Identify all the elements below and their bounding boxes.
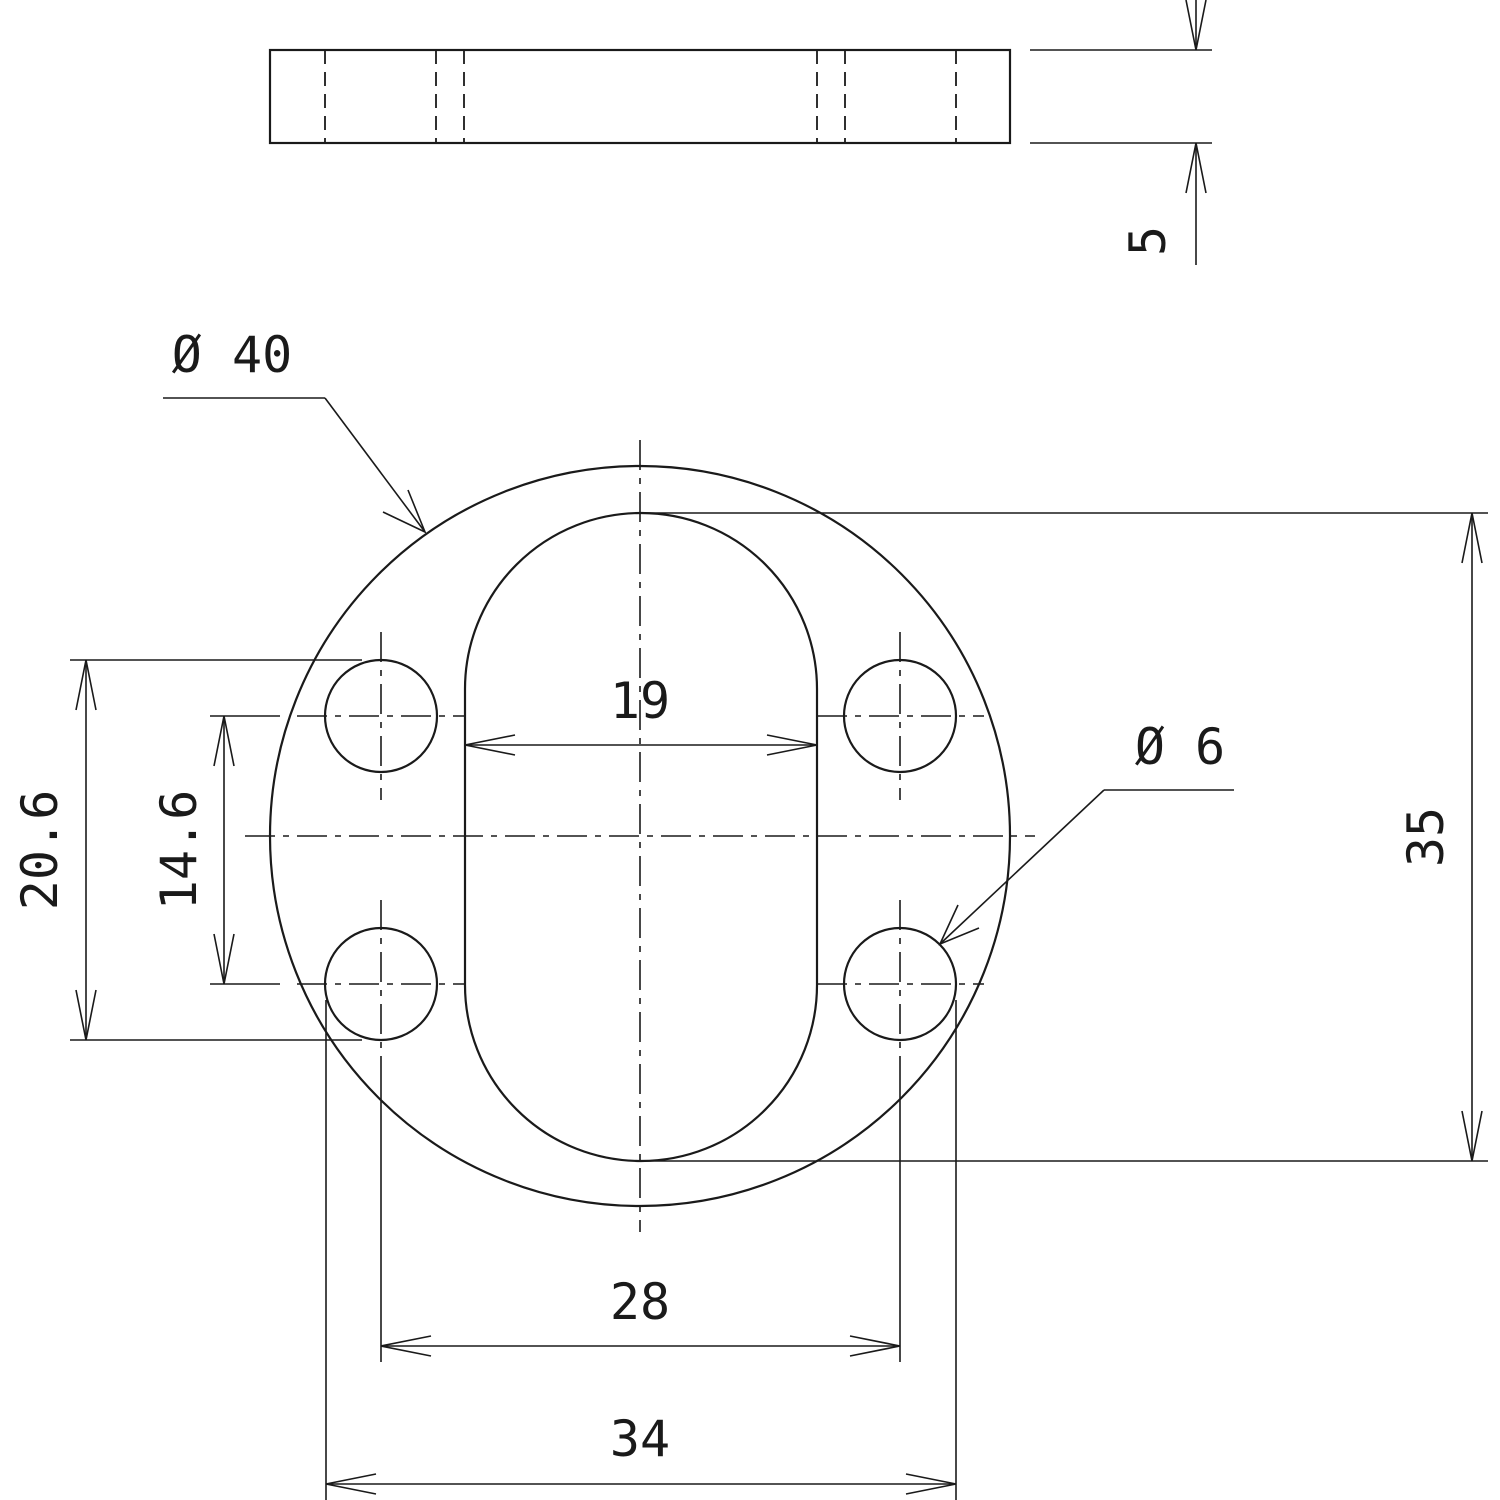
center-slot	[463, 511, 819, 1163]
dimension-hole-diameter: Ø 6	[938, 718, 1234, 946]
side-view-outline	[268, 48, 1012, 145]
dimension-slot-length: 35	[640, 512, 1488, 1162]
side-view: 5	[268, 0, 1212, 265]
dimension-hole-center-span-horizontal: 28	[380, 1068, 901, 1362]
top-view	[245, 440, 1035, 1232]
thickness-label: 5	[1119, 226, 1177, 256]
mounting-hole	[817, 900, 984, 1068]
hole-center-span-horizontal-label: 28	[610, 1273, 670, 1331]
slot-length-label: 35	[1397, 807, 1455, 867]
outer-hole-span-horizontal-label: 34	[610, 1410, 670, 1468]
dimension-outer-diameter: Ø 40	[163, 326, 427, 534]
mounting-hole	[297, 632, 465, 800]
hole-center-span-vertical-label: 14.6	[150, 790, 208, 910]
mounting-hole	[817, 632, 984, 800]
arrow-head	[1185, 142, 1207, 194]
arrow-head	[1185, 0, 1207, 51]
hole-diameter-label: Ø 6	[1135, 718, 1225, 776]
dimension-hole-center-span-vertical: 14.6	[150, 715, 280, 985]
dimension-outer-hole-span-vertical: 20.6	[11, 659, 362, 1041]
slot-width-label: 19	[610, 672, 670, 730]
mounting-hole	[297, 900, 465, 1068]
outer-hole-span-vertical-label: 20.6	[11, 790, 69, 910]
outer-diameter-label: Ø 40	[172, 326, 292, 384]
dimension-outer-hole-span-horizontal: 34	[325, 1000, 957, 1500]
outer-disc	[268, 464, 1012, 1208]
dimension-slot-width: 19	[464, 672, 818, 756]
